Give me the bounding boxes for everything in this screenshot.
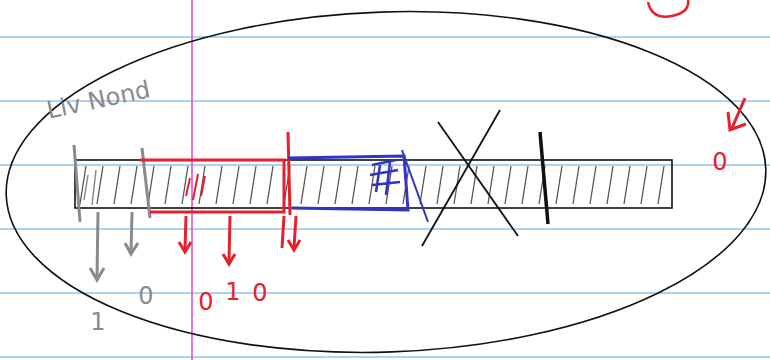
blue-window	[288, 150, 428, 222]
bit-value: 0	[252, 281, 267, 305]
bit-value: 1	[225, 280, 240, 304]
heading-note: Liv Nond	[44, 77, 152, 122]
red-window	[140, 98, 746, 264]
bit-value: 0	[712, 150, 727, 174]
cross-mark	[422, 110, 548, 246]
gray-markers	[74, 145, 150, 280]
bit-value: 1	[90, 310, 105, 334]
bit-value: 0	[198, 290, 213, 314]
red-partial-circle	[648, 0, 688, 17]
bit-value: 0	[138, 284, 153, 308]
bit-strip	[75, 160, 672, 208]
